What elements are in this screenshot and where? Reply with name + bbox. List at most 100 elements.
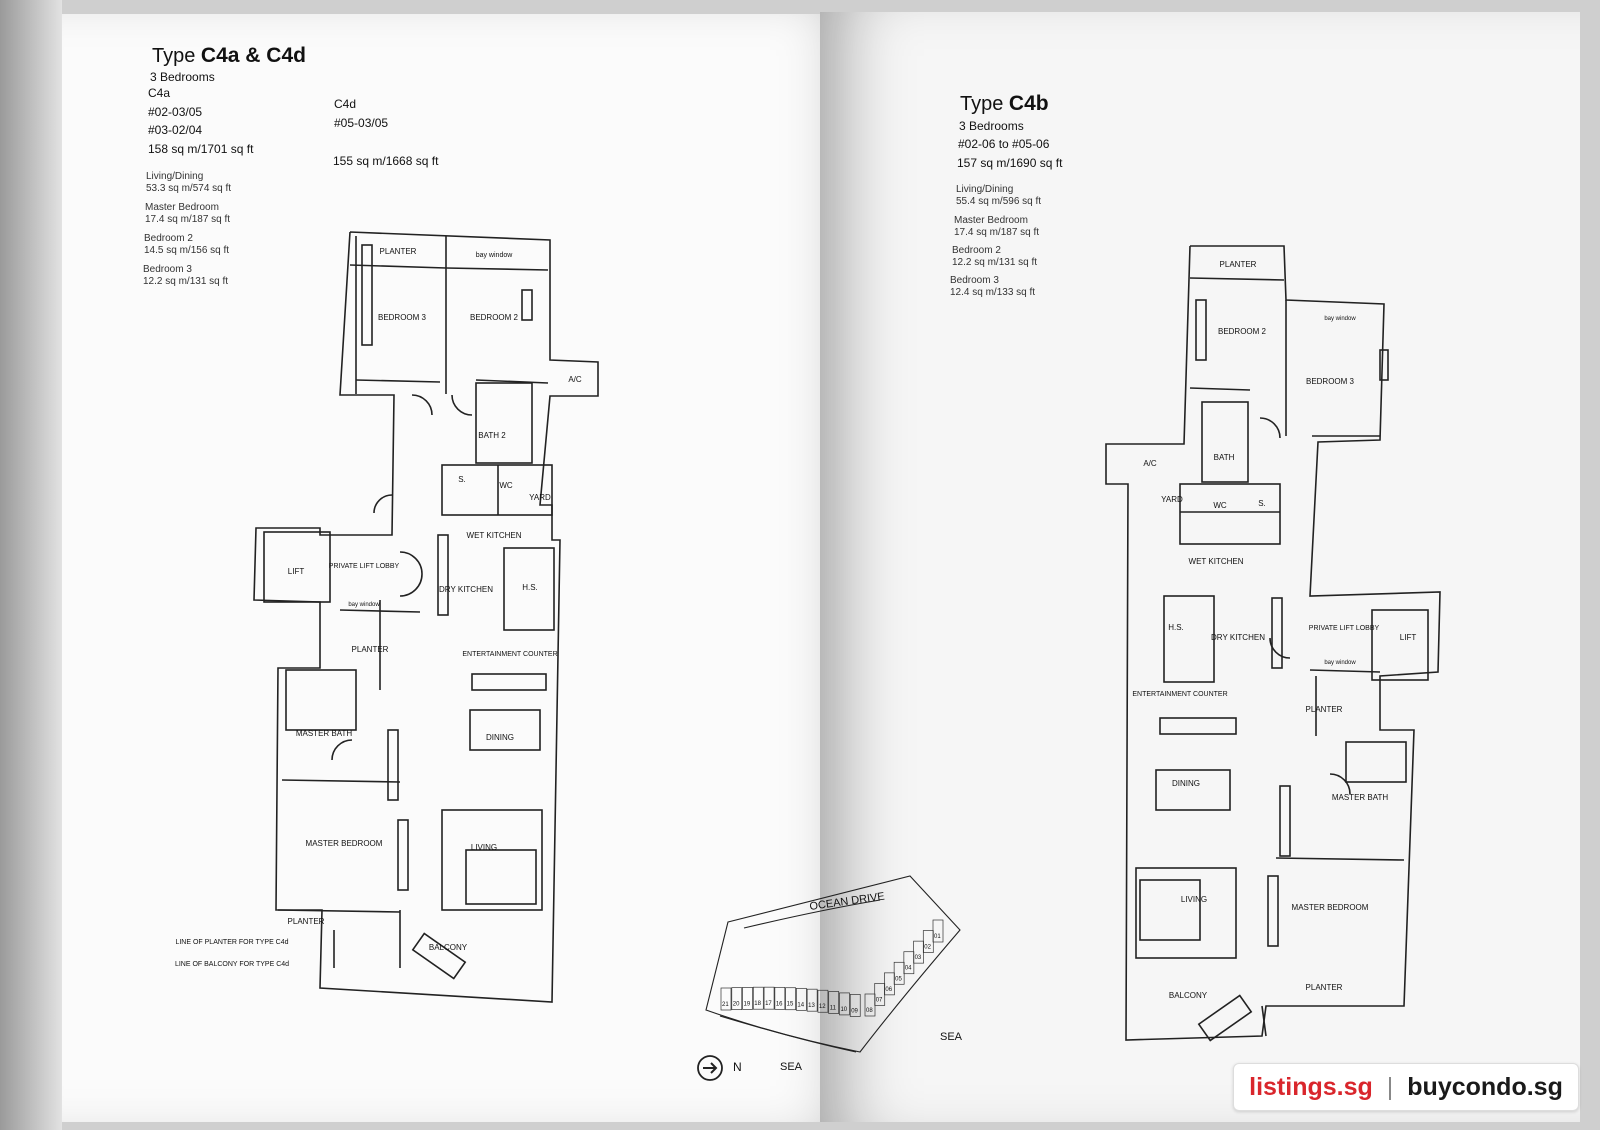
right-bedrooms: 3 Bedrooms: [959, 119, 1024, 133]
r-dry-kitchen: DRY KITCHEN: [1211, 633, 1265, 642]
site-block-number: 11: [830, 1006, 837, 1012]
c4a-size: 158 sq m/1701 sq ft: [148, 142, 254, 156]
right-size: 157 sq m/1690 sq ft: [957, 156, 1063, 170]
r-master-bath: MASTER BATH: [1332, 793, 1389, 802]
watermark-listings: listings.sg: [1249, 1072, 1373, 1101]
right-units: #02-06 to #05-06: [958, 137, 1050, 151]
site-block-number: 15: [787, 1002, 794, 1008]
site-block: [806, 988, 818, 1012]
l-bay-window-top: bay window: [476, 252, 514, 259]
site-block: [720, 987, 732, 1011]
r-bedroom3: BEDROOM 3: [1306, 377, 1355, 386]
l-bedroom3: BEDROOM 3: [378, 313, 427, 322]
site-block: [817, 989, 829, 1013]
right-title: Type C4b: [960, 92, 1049, 116]
site-block-number: 06: [885, 987, 892, 993]
site-block-number: 12: [819, 1004, 826, 1010]
site-block-number: 07: [876, 997, 883, 1003]
l-planter-mid: PLANTER: [352, 645, 389, 654]
site-block-number: 19: [744, 1001, 751, 1007]
c4d-label: C4d: [334, 97, 357, 111]
l-entertainment-counter: ENTERTAINMENT COUNTER: [462, 651, 557, 658]
r-bay-window: bay window: [1324, 316, 1356, 322]
l-dining: DINING: [486, 733, 514, 742]
left-title-prefix: Type: [152, 45, 196, 67]
site-block-number: 13: [808, 1003, 815, 1009]
l-yard: YARD: [529, 493, 551, 502]
l-planter-bottom: PLANTER: [288, 917, 325, 926]
r-yard: YARD: [1161, 495, 1183, 504]
r-living: LIVING: [1181, 895, 1207, 904]
site-block-number: 02: [924, 945, 931, 951]
l-private-lift-lobby: PRIVATE LIFT LOBBY: [329, 563, 400, 570]
r-bedroom2: BEDROOM 2: [1218, 327, 1267, 336]
c4d-size: 155 sq m/1668 sq ft: [333, 154, 439, 168]
site-block: [932, 919, 944, 943]
site-block: [731, 987, 743, 1011]
site-block-number: 14: [797, 1002, 804, 1008]
r-bay-window-lobby: bay window: [1324, 660, 1356, 666]
site-block-number: 10: [840, 1007, 847, 1013]
r-entertainment-counter: ENTERTAINMENT COUNTER: [1132, 691, 1227, 698]
site-block: [763, 986, 775, 1010]
site-block: [849, 994, 861, 1017]
left-plan-outline: [253, 231, 599, 1003]
site-block: [774, 986, 786, 1010]
l-s: S.: [458, 475, 466, 484]
c4a-units-2: #03-02/04: [148, 123, 203, 137]
l-line-balcony: LINE OF BALCONY FOR TYPE C4d: [175, 961, 289, 968]
left-bedrooms: 3 Bedrooms: [150, 70, 215, 84]
sea-right-label: SEA: [940, 1031, 963, 1043]
site-plan: [697, 875, 961, 1081]
site-block-number: 21: [722, 1002, 729, 1008]
right-plan-outline: [1105, 245, 1441, 1042]
left-title-units: C4a & C4d: [200, 44, 306, 67]
r-planter-mid: PLANTER: [1306, 705, 1343, 714]
c4a-units-1: #02-03/05: [148, 105, 203, 119]
watermark-buycondo: buycondo.sg: [1407, 1072, 1563, 1101]
watermark-separator: |: [1386, 1072, 1394, 1101]
r-s: S.: [1258, 499, 1266, 508]
left-page: [62, 14, 852, 1122]
l-dry-kitchen: DRY KITCHEN: [439, 585, 493, 594]
site-block-number: 18: [754, 1001, 761, 1007]
r-wc: WC: [1213, 501, 1227, 510]
site-block: [796, 987, 807, 1011]
watermark-badge: listings.sg | buycondo.sg: [1233, 1063, 1579, 1111]
l-master-bedroom: MASTER BEDROOM: [306, 839, 383, 848]
book-edge: [0, 0, 62, 1130]
l-bedroom2: BEDROOM 2: [470, 313, 519, 322]
r-bath: BATH: [1214, 453, 1235, 462]
site-block: [785, 987, 796, 1011]
site-block: [839, 992, 850, 1016]
r-dining: DINING: [1172, 779, 1200, 788]
l-bath2: BATH 2: [478, 431, 506, 440]
l-living: LIVING: [471, 843, 497, 852]
l-wet-kitchen: WET KITCHEN: [467, 531, 522, 540]
left-title: Type C4a & C4d: [152, 44, 306, 68]
c4a-label: C4a: [148, 86, 171, 100]
r-private-lift-lobby: PRIVATE LIFT LOBBY: [1309, 625, 1380, 632]
site-block: [752, 986, 764, 1010]
r-balcony: BALCONY: [1169, 991, 1208, 1000]
right-title-units: C4b: [1008, 92, 1049, 115]
r-wet-kitchen: WET KITCHEN: [1189, 557, 1244, 566]
c4d-units: #05-03/05: [334, 116, 389, 130]
site-block-number: 17: [765, 1001, 772, 1007]
l-hs: H.S.: [522, 583, 538, 592]
l-master-bath: MASTER BATH: [296, 729, 353, 738]
r-master-bedroom: MASTER BEDROOM: [1292, 903, 1369, 912]
r-ac: A/C: [1143, 459, 1157, 468]
r-hs: H.S.: [1168, 623, 1184, 632]
r-planter-bottom: PLANTER: [1306, 983, 1343, 992]
l-lift: LIFT: [288, 567, 305, 576]
site-block-number: 20: [733, 1002, 740, 1008]
